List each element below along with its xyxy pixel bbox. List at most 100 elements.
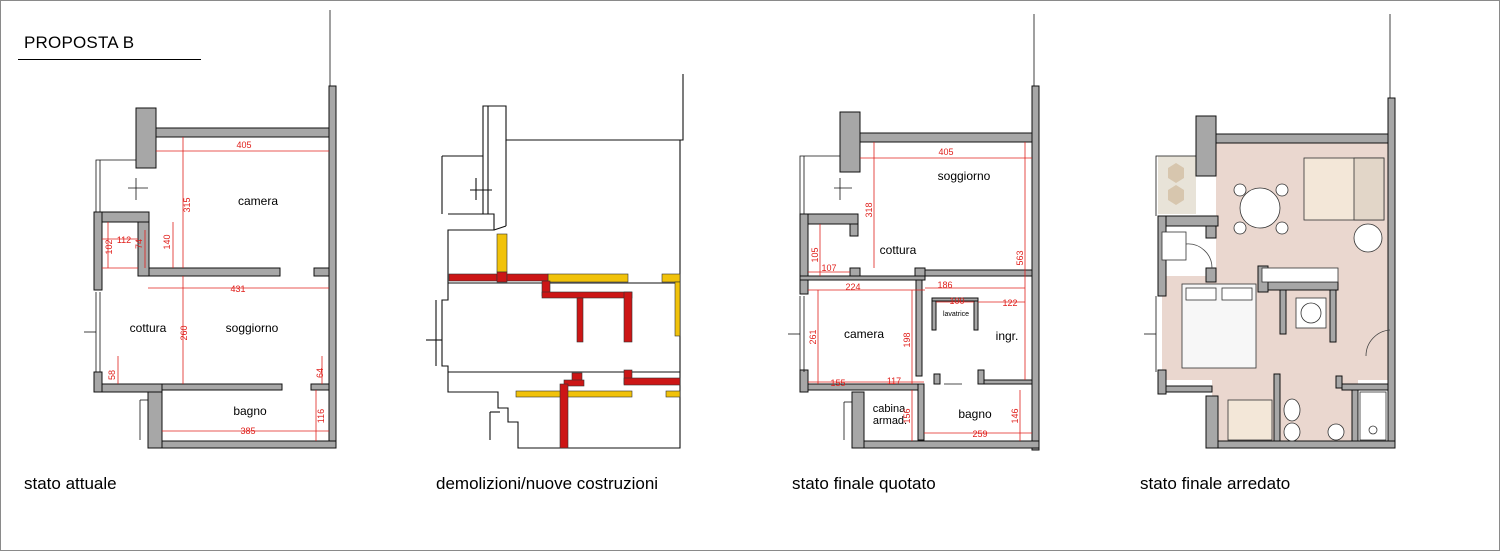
wall [849, 223, 859, 237]
room-label: bagno [233, 404, 267, 418]
wall [148, 267, 281, 277]
room-label: camera [238, 194, 278, 208]
plan1-walls [93, 85, 337, 449]
wall [310, 383, 330, 391]
plan-stato-attuale: camera cottura soggiorno bagno 405 315 1… [84, 10, 337, 449]
new-wall [547, 273, 629, 283]
new-wall [515, 390, 633, 398]
wall [973, 297, 979, 331]
dimension-label: 64 [315, 368, 325, 378]
room-label: soggiorno [938, 169, 991, 183]
new-wall [661, 273, 681, 283]
demolished-wall [496, 271, 508, 283]
kitchen-counter-icon [1261, 267, 1339, 283]
wall [1157, 369, 1167, 395]
wall [915, 279, 923, 377]
dimension-label: 198 [902, 332, 912, 347]
room-label: lavatrice [943, 311, 969, 318]
wall [1351, 389, 1359, 443]
demolished-wall [623, 291, 633, 343]
wall [917, 383, 925, 441]
dimension-label: 563 [1015, 250, 1025, 265]
hex-tile [1168, 163, 1184, 183]
room-label: cabina [873, 403, 906, 415]
caption-stato-attuale: stato attuale [24, 474, 117, 493]
dimension-label: 156 [902, 408, 912, 423]
wall [135, 107, 157, 169]
dimension-label: 100 [949, 296, 964, 306]
plan3-walls [799, 85, 1040, 451]
dimension-label: 186 [937, 280, 952, 290]
wall [839, 111, 861, 173]
wall [1329, 289, 1337, 343]
wall [851, 391, 865, 449]
armchair-icon [1353, 223, 1383, 253]
dimension-label: 146 [1010, 408, 1020, 423]
new-wall [496, 233, 508, 273]
demolished-wall [448, 273, 498, 282]
dimension-label: 318 [864, 202, 874, 217]
wall [1341, 383, 1389, 391]
wall [1335, 375, 1343, 389]
demolished-wall [623, 377, 681, 386]
dimension-label: 58 [107, 370, 117, 380]
pillow-icon [1221, 287, 1253, 301]
wall [799, 275, 926, 281]
dimension-label: 155 [830, 378, 845, 388]
wall [799, 369, 809, 393]
wall [1205, 267, 1217, 283]
wall [1165, 385, 1213, 393]
room-label: cottura [130, 321, 167, 335]
demolished-wall [541, 291, 633, 299]
wall [931, 297, 979, 302]
caption-stato-finale-arredato: stato finale arredato [1140, 474, 1291, 493]
wall [799, 213, 859, 225]
wall [1215, 133, 1389, 144]
hex-tile [1168, 185, 1184, 205]
bidet-icon [1283, 398, 1301, 422]
plan1-dimension-labels: 405 315 140 112 102 74 431 260 58 64 116… [104, 140, 326, 436]
wall [155, 127, 330, 138]
wall [161, 383, 283, 391]
demolished-wall [559, 383, 569, 449]
dimension-label: 405 [236, 140, 251, 150]
plan4-outlines [1144, 14, 1391, 372]
wall [863, 440, 1040, 449]
plan2-demolitions [448, 271, 681, 449]
title-underline [18, 59, 201, 60]
dimension-label: 405 [938, 147, 953, 157]
plan4-furniture [1161, 157, 1387, 442]
plan-stato-finale-quotato: soggiorno cottura camera ingr. lavatrice… [788, 14, 1040, 451]
wall [101, 383, 163, 393]
plan2-outline [426, 74, 684, 449]
wall [137, 221, 150, 277]
wall [799, 213, 809, 295]
dimension-label: 385 [240, 426, 255, 436]
plan-demolizioni [426, 74, 684, 449]
wall [924, 269, 1033, 277]
dimension-label: 116 [316, 409, 326, 423]
chair-icon [1233, 221, 1247, 235]
new-wall [674, 281, 681, 337]
wall [93, 371, 103, 393]
room-label: armad. [873, 415, 907, 427]
dimension-label: 122 [1002, 298, 1017, 308]
dimension-label: 74 [134, 239, 144, 249]
washing-drum-icon [1300, 302, 1322, 324]
cabinet-icon [1161, 231, 1187, 261]
wall [983, 379, 1033, 385]
caption-demolizioni: demolizioni/nuove costruzioni [436, 474, 659, 493]
plan1-thin-lines [84, 10, 331, 440]
wall [931, 297, 937, 331]
dimension-label: 112 [117, 235, 131, 245]
dimension-label: 102 [104, 239, 114, 254]
dining-table-icon [1239, 187, 1281, 229]
room-label: cottura [880, 243, 917, 257]
wall [977, 369, 985, 385]
wall [93, 211, 103, 291]
room-label: soggiorno [226, 321, 279, 335]
plan3-thin-lines [788, 14, 1035, 440]
dimension-label: 315 [182, 197, 192, 212]
chair-icon [1275, 183, 1289, 197]
